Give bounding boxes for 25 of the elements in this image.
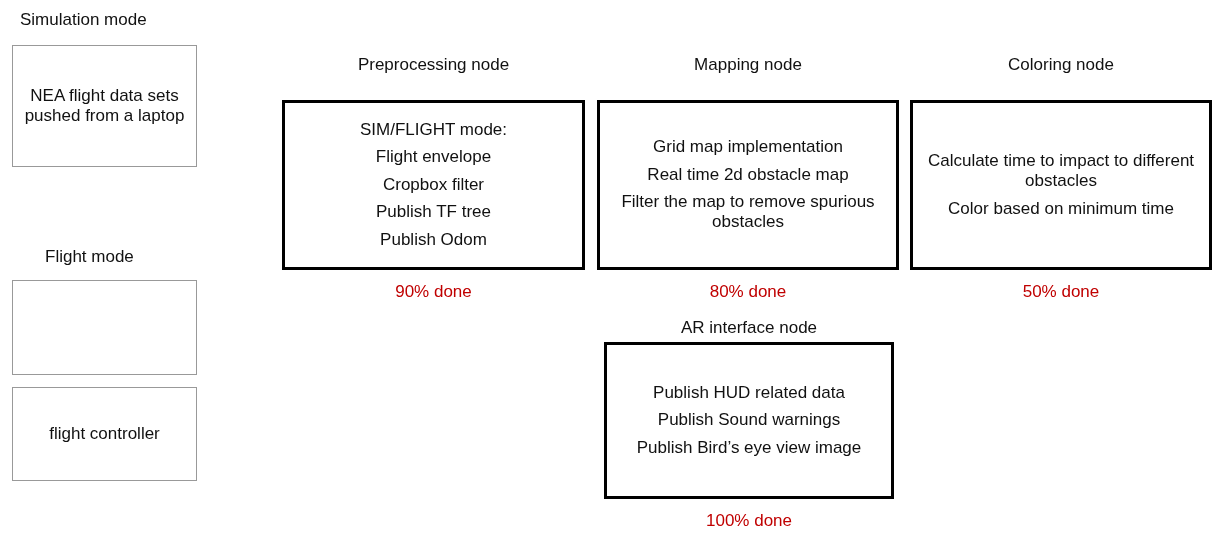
- box-text: Filter the map to remove spurious obstacles: [620, 192, 876, 233]
- box-text: Publish HUD related data: [653, 382, 845, 404]
- box-text: Real time 2d obstacle map: [647, 164, 849, 185]
- box-text: Calculate time to impact to different obstacles: [926, 150, 1196, 192]
- node-heading: Mapping node: [694, 55, 802, 75]
- node-heading: Preprocessing node: [357, 55, 510, 75]
- box-text: Publish Odom: [380, 229, 487, 250]
- box-text: flight controller: [49, 423, 160, 445]
- box-text: Publish Sound warnings: [657, 410, 841, 431]
- box-text: Grid map implementation: [653, 137, 843, 158]
- box-text: Publish TF tree: [376, 202, 491, 223]
- box-text: Publish Bird’s eye view image: [636, 437, 862, 459]
- node-heading: AR interface node: [680, 318, 818, 338]
- status-text: 50% done: [1022, 282, 1100, 302]
- box-text: Color based on minimum time: [948, 198, 1174, 220]
- box-text: NEA flight data sets pushed from a laptop: [23, 85, 186, 127]
- status-text: 90% done: [395, 282, 472, 302]
- status-text: 80% done: [709, 282, 787, 302]
- box-text: Flight envelope: [375, 147, 492, 168]
- box-text: SIM/FLIGHT mode:: [359, 120, 508, 141]
- section-label: Simulation mode: [20, 10, 147, 30]
- status-text: 100% done: [706, 511, 792, 531]
- section-label: Flight mode: [45, 247, 134, 267]
- box-text: Cropbox filter: [382, 174, 485, 196]
- node-heading: Coloring node: [1008, 55, 1114, 75]
